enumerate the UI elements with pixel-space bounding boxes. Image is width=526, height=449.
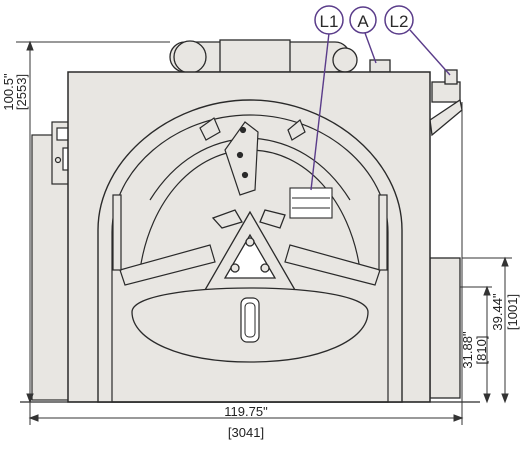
pipe-flange [431, 81, 461, 103]
callout-a-label: A [357, 12, 369, 31]
handle-grip [244, 302, 256, 338]
hub-right [260, 263, 270, 273]
top-rolls [169, 39, 391, 74]
callout-l1-label: L1 [320, 12, 339, 31]
height-right-upper-in: 39.44" [490, 293, 505, 331]
callout-l2-label: L2 [390, 12, 409, 31]
center-triangle [203, 209, 297, 291]
dim-right-heights [460, 256, 512, 404]
callout-l2-circle [384, 5, 414, 35]
callout-leaders [310, 29, 451, 191]
height-total-mm: [2553] [14, 74, 29, 110]
label-plate [289, 187, 333, 219]
leader-l1 [310, 32, 330, 191]
height-right-upper-mm: [1001] [505, 294, 520, 330]
support-arms [112, 194, 388, 286]
height-total-in: 100.5" [1, 73, 16, 111]
top-center-box [219, 39, 291, 73]
leader-a [364, 32, 377, 64]
right-slot [378, 194, 388, 271]
dim-total-height [16, 40, 170, 404]
hub-top [245, 237, 255, 247]
bracket-right [259, 209, 286, 229]
linkage-plate [224, 121, 259, 196]
bracket-left [211, 209, 243, 229]
part-a [369, 59, 391, 73]
width-total-in: 119.75" [224, 404, 268, 419]
top-left-roll [173, 40, 207, 74]
pipe-elbow [429, 98, 463, 137]
height-right-lower-mm: [810] [474, 336, 489, 365]
top-right-roll [332, 47, 358, 73]
width-total-mm: [3041] [228, 425, 264, 440]
door-inner-arch [111, 114, 389, 403]
hub-left [230, 263, 240, 273]
hinge-right [287, 119, 306, 141]
right-arm [284, 244, 381, 286]
dim-total-width [28, 102, 464, 425]
callout-a-circle [349, 6, 377, 34]
right-piping [429, 69, 463, 399]
left-slot [112, 194, 122, 271]
nameplate [289, 187, 333, 219]
leader-l2 [409, 29, 451, 76]
height-right-lower-in: 31.88" [460, 331, 475, 369]
left-arm [119, 244, 216, 286]
callout-l1-circle [314, 5, 344, 35]
hinge-linkage [199, 117, 306, 196]
right-side-panel [429, 257, 461, 399]
door-handle [240, 297, 260, 343]
control-button [54, 156, 62, 164]
callout-bubbles [314, 5, 414, 35]
hinge-left [199, 117, 221, 141]
